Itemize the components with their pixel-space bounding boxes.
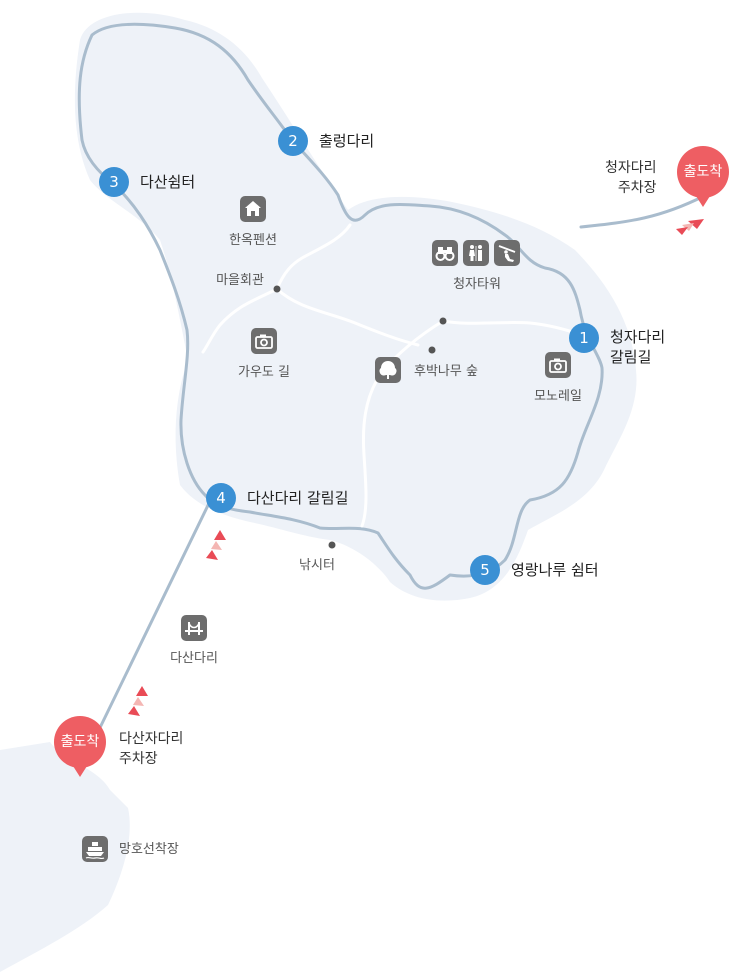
south-parking-line1: 다산자다리 — [119, 731, 184, 747]
south-start-end-pin[interactable]: 출도착 — [54, 716, 106, 777]
direction-arrows-bridge — [206, 530, 226, 560]
dasan-bridge-label: 다산다리 — [170, 651, 218, 666]
dasan-bridge-road — [92, 493, 215, 742]
binoculars-icon — [432, 240, 458, 266]
inner-roads — [201, 223, 587, 528]
course-title-3: 다산쉼터 — [140, 173, 196, 191]
south-parking-label: 다산자다리 주차장 — [119, 729, 183, 769]
course-marker-4[interactable]: 4 — [206, 483, 236, 513]
ferry-label: 망호선착장 — [119, 842, 179, 857]
north-parking-line2: 주차장 — [617, 180, 657, 196]
course-marker-3[interactable]: 3 — [99, 167, 129, 197]
course-title-1-line1: 청자다리 — [610, 328, 666, 346]
mainland — [0, 742, 130, 972]
bridge-icon — [181, 615, 207, 641]
north-start-end-pin[interactable]: 출도착 — [677, 146, 729, 207]
tree-icon — [375, 357, 401, 383]
course-marker-5[interactable]: 5 — [470, 555, 500, 585]
course-title-1-line2: 갈림길 — [610, 348, 652, 366]
fishing-label: 낚시터 — [299, 558, 335, 573]
island-land — [74, 12, 637, 601]
camera-icon — [545, 352, 571, 378]
road-junction-dot — [439, 317, 447, 325]
direction-arrows-south — [128, 686, 148, 716]
restroom-icon — [463, 240, 489, 266]
course-title-2: 출렁다리 — [319, 132, 375, 150]
hanok-label: 한옥펜션 — [229, 233, 277, 248]
course-marker-2[interactable]: 2 — [278, 126, 308, 156]
camera-icon — [251, 328, 277, 354]
forest-label: 후박나무 숲 — [414, 364, 478, 379]
north-parking-label: 청자다리 주차장 — [605, 158, 657, 198]
south-parking-line2: 주차장 — [119, 751, 158, 767]
course-title-1: 청자다리 갈림길 — [610, 327, 665, 367]
village-hall-dot — [273, 285, 281, 293]
cheongja-access-road — [579, 194, 706, 229]
tower-label: 청자타워 — [453, 277, 501, 292]
forest-dot — [428, 346, 436, 354]
direction-arrows-north — [676, 219, 704, 235]
north-parking-line1: 청자다리 — [605, 160, 657, 176]
house-icon — [240, 196, 266, 222]
monorail-label: 모노레일 — [534, 389, 582, 404]
fishing-dot — [328, 541, 336, 549]
zipline-icon — [494, 240, 520, 266]
course-marker-1[interactable]: 1 — [569, 323, 599, 353]
ship-icon — [82, 836, 108, 862]
gaudo-label: 가우도 길 — [238, 365, 290, 380]
course-title-5: 영랑나루 쉼터 — [511, 561, 599, 579]
village-hall-label: 마을회관 — [216, 273, 264, 288]
course-title-4: 다산다리 갈림길 — [247, 489, 349, 507]
